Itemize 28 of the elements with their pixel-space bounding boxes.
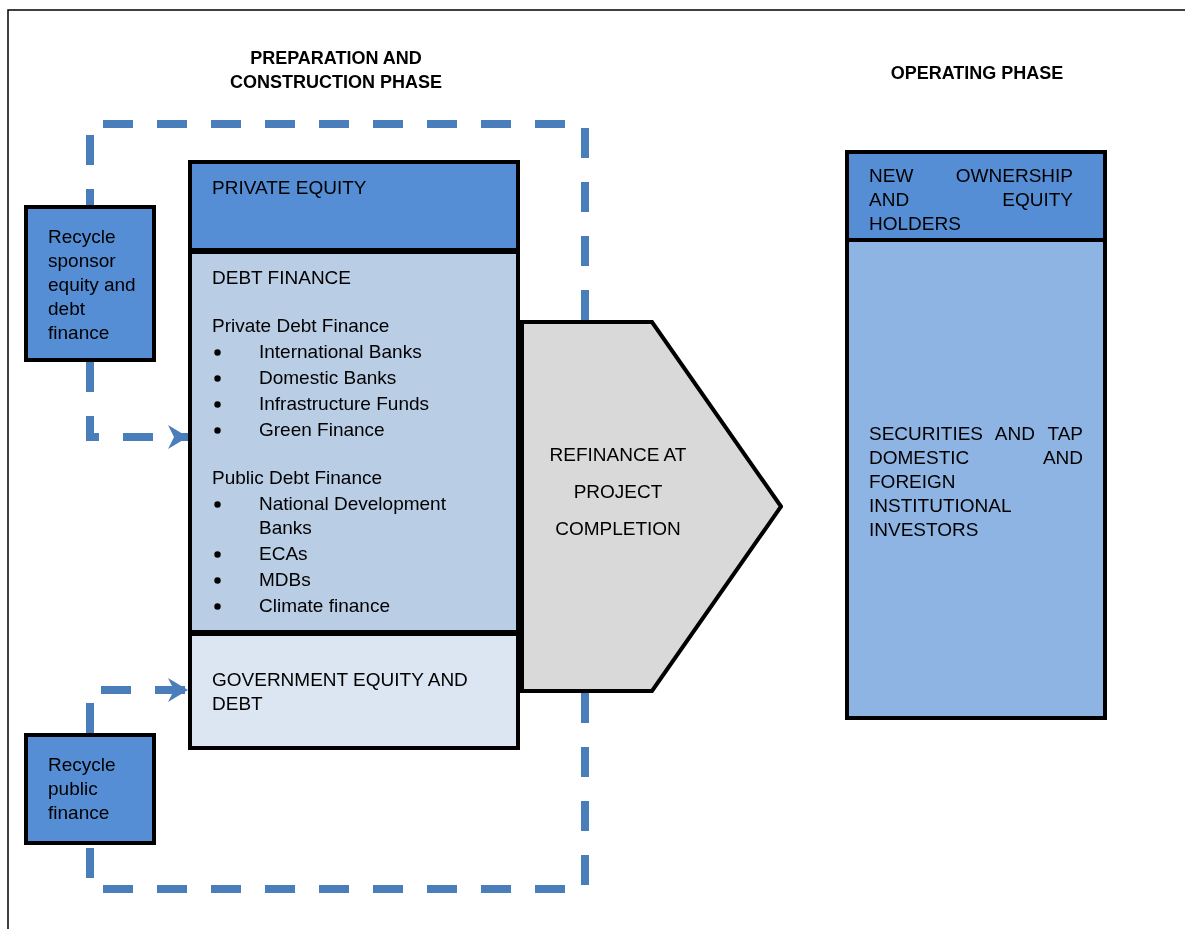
phase-heading: PREPARATION AND CONSTRUCTION PHASE [229,47,443,94]
node-label: Recycle sponsor equity and debt finance [48,225,137,345]
node-label: Recycle public finance [48,753,117,825]
node-label: SECURITIES AND TAP DOMESTIC AND FOREIGN INSTITUTIONAL INVESTORS [869,422,1083,542]
dashed-arrow [86,678,188,733]
stack-box [188,632,520,750]
node-label: REFINANCE AT PROJECT COMPLETION [548,443,688,541]
node-label: NEW OWNERSHIP AND EQUITY HOLDERS [869,164,1073,236]
process-box [24,205,156,362]
list-heading: Public Debt Finance [212,466,384,490]
node-label: DEBT FINANCE [212,266,352,290]
bullet-item: MDBs [212,568,496,592]
bullet-item: Domestic Banks [212,366,496,390]
bullet-item: Climate finance [212,594,496,618]
list-heading: Private Debt Finance [212,314,391,338]
pentagon-arrow-shape [520,320,783,693]
bullet-item: National Development Banks [212,492,496,540]
bullet-item: Infrastructure Funds [212,392,496,416]
process-box [24,733,156,845]
node-label: GOVERNMENT EQUITY AND DEBT [212,668,469,716]
bullet-item: Green Finance [212,418,496,442]
bullet-item: International Banks [212,340,496,364]
bullet-item: ECAs [212,542,496,566]
stack-box [188,160,520,252]
node-label: PRIVATE EQUITY [212,176,368,200]
phase-heading: OPERATING PHASE [889,62,1065,85]
dashed-arrow [86,362,188,449]
stack-box [188,250,520,634]
